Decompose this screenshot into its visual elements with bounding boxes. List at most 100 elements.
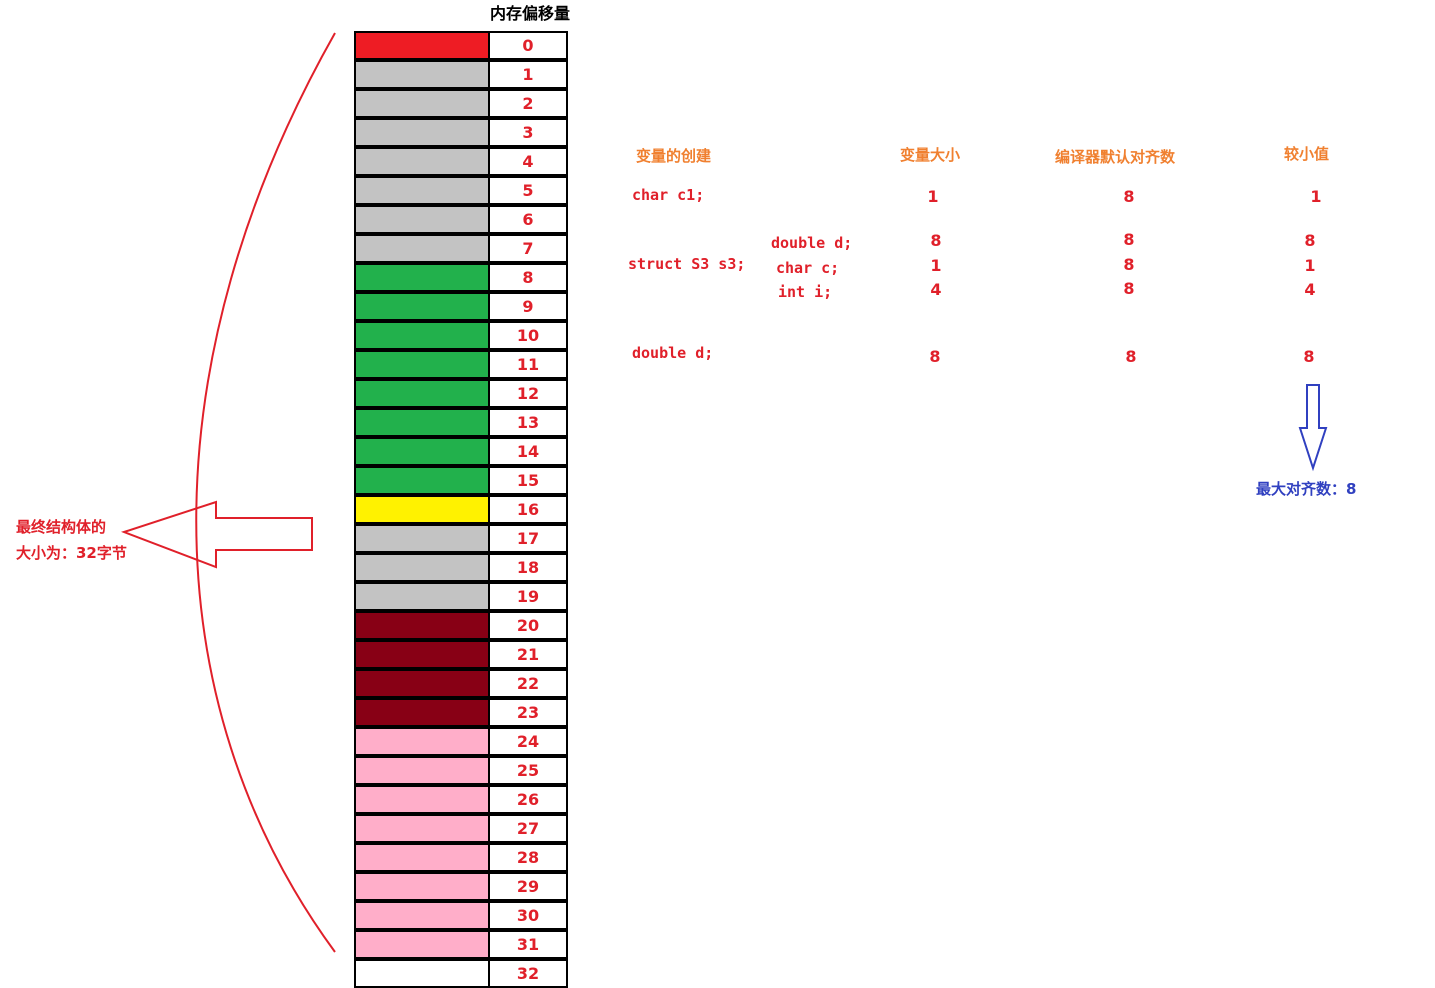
offset-label: 3 xyxy=(490,118,568,147)
memory-cell xyxy=(354,234,490,263)
member-double-d: double d; xyxy=(771,234,853,252)
offset-label: 24 xyxy=(490,727,568,756)
memory-row: 31 xyxy=(354,930,568,959)
memory-row: 13 xyxy=(354,408,568,437)
memory-cell xyxy=(354,669,490,698)
offset-label: 30 xyxy=(490,901,568,930)
memory-row: 5 xyxy=(354,176,568,205)
memory-cell xyxy=(354,872,490,901)
decl-struct-s3: struct S3 s3; xyxy=(628,255,746,273)
memory-cell xyxy=(354,118,490,147)
header-default-align: 编译器默认对齐数 xyxy=(1055,148,1176,166)
memory-row: 12 xyxy=(354,379,568,408)
memory-cell xyxy=(354,466,490,495)
memory-cell xyxy=(354,321,490,350)
offset-label: 19 xyxy=(490,582,568,611)
min-char-c: 1 xyxy=(1304,256,1316,275)
memory-cell xyxy=(354,379,490,408)
offset-label: 18 xyxy=(490,553,568,582)
memory-cell xyxy=(354,582,490,611)
memory-cell xyxy=(354,292,490,321)
memory-cell xyxy=(354,698,490,727)
memory-row: 16 xyxy=(354,495,568,524)
decl-char-c1: char c1; xyxy=(632,186,705,204)
memory-cell xyxy=(354,147,490,176)
size-double-d-outer: 8 xyxy=(929,347,941,366)
memory-cell xyxy=(354,60,490,89)
memory-row: 4 xyxy=(354,147,568,176)
offset-label: 16 xyxy=(490,495,568,524)
memory-cell xyxy=(354,727,490,756)
memory-row: 14 xyxy=(354,437,568,466)
default-double-d: 8 xyxy=(1123,230,1135,249)
memory-row: 15 xyxy=(354,466,568,495)
memory-cell xyxy=(354,640,490,669)
default-char-c: 8 xyxy=(1123,255,1135,274)
offset-label: 26 xyxy=(490,785,568,814)
memory-cell xyxy=(354,205,490,234)
memory-row: 11 xyxy=(354,350,568,379)
memory-cell xyxy=(354,350,490,379)
memory-cell xyxy=(354,901,490,930)
memory-cell xyxy=(354,437,490,466)
default-double-d-outer: 8 xyxy=(1125,347,1137,366)
memory-cell xyxy=(354,495,490,524)
member-int-i: int i; xyxy=(778,283,833,301)
memory-row: 18 xyxy=(354,553,568,582)
memory-row: 28 xyxy=(354,843,568,872)
offset-label: 8 xyxy=(490,263,568,292)
memory-cell xyxy=(354,611,490,640)
memory-row: 26 xyxy=(354,785,568,814)
offset-label: 5 xyxy=(490,176,568,205)
offset-label: 25 xyxy=(490,756,568,785)
memory-cell xyxy=(354,930,490,959)
min-double-d-outer: 8 xyxy=(1303,347,1315,366)
memory-offset-title: 内存偏移量 xyxy=(490,4,571,23)
memory-row: 0 xyxy=(354,31,568,60)
memory-cell xyxy=(354,89,490,118)
memory-cell xyxy=(354,524,490,553)
size-char-c: 1 xyxy=(930,256,942,275)
memory-cell xyxy=(354,176,490,205)
memory-row: 10 xyxy=(354,321,568,350)
size-double-d: 8 xyxy=(930,231,942,250)
offset-label: 1 xyxy=(490,60,568,89)
offset-label: 17 xyxy=(490,524,568,553)
offset-label: 20 xyxy=(490,611,568,640)
offset-label: 4 xyxy=(490,147,568,176)
memory-cell xyxy=(354,31,490,60)
member-char-c: char c; xyxy=(776,259,840,277)
memory-row: 19 xyxy=(354,582,568,611)
offset-label: 10 xyxy=(490,321,568,350)
offset-label: 7 xyxy=(490,234,568,263)
struct-size-note-line2: 大小为：32字节 xyxy=(16,544,127,562)
offset-label: 28 xyxy=(490,843,568,872)
offset-label: 15 xyxy=(490,466,568,495)
offset-label: 23 xyxy=(490,698,568,727)
offset-label: 31 xyxy=(490,930,568,959)
decl-double-d: double d; xyxy=(632,344,714,362)
offset-label: 21 xyxy=(490,640,568,669)
default-int-i: 8 xyxy=(1123,279,1135,298)
memory-row: 23 xyxy=(354,698,568,727)
struct-size-note: 最终结构体的 大小为：32字节 xyxy=(16,514,156,566)
memory-row: 30 xyxy=(354,901,568,930)
memory-row: 29 xyxy=(354,872,568,901)
memory-row: 9 xyxy=(354,292,568,321)
header-create: 变量的创建 xyxy=(636,147,712,165)
memory-row: 1 xyxy=(354,60,568,89)
memory-cell xyxy=(354,553,490,582)
size-int-i: 4 xyxy=(930,280,942,299)
memory-row: 22 xyxy=(354,669,568,698)
memory-cell xyxy=(354,263,490,292)
offset-label: 2 xyxy=(490,89,568,118)
min-double-d: 8 xyxy=(1304,231,1316,250)
memory-row: 27 xyxy=(354,814,568,843)
memory-row: 7 xyxy=(354,234,568,263)
brace-curve xyxy=(195,32,336,953)
memory-row: 2 xyxy=(354,89,568,118)
memory-row: 20 xyxy=(354,611,568,640)
header-size: 变量大小 xyxy=(900,146,961,164)
offset-label: 13 xyxy=(490,408,568,437)
